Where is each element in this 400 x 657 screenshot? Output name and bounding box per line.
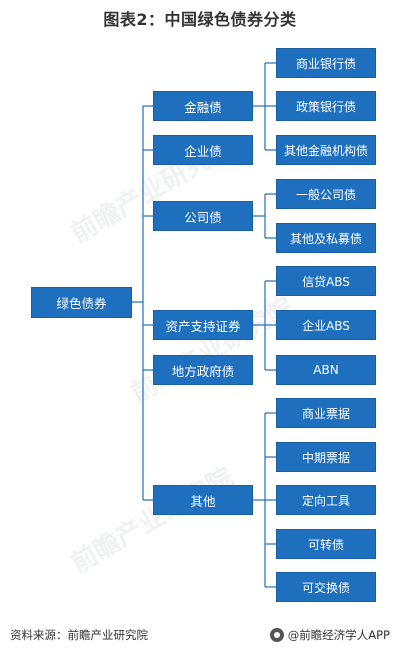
category-node: 公司债: [153, 201, 253, 231]
source-note: 资料来源：前瞻产业研究院: [10, 628, 148, 642]
leaf-node: 一般公司债: [276, 179, 376, 209]
leaf-node: 信贷ABS: [276, 266, 376, 296]
category-node: 企业债: [153, 135, 253, 165]
leaf-node: 中期票据: [276, 442, 376, 472]
leaf-node: 定向工具: [276, 485, 376, 515]
category-node: 金融债: [153, 91, 253, 121]
brand-logo-icon: [269, 628, 284, 642]
leaf-node: 其他金融机构债: [276, 135, 376, 165]
leaf-node: 商业银行债: [276, 48, 376, 78]
leaf-node: 企业ABS: [276, 310, 376, 340]
brand-credit: @前瞻经济学人APP: [269, 627, 390, 643]
leaf-node: ABN: [276, 355, 376, 385]
brand-label: @前瞻经济学人APP: [287, 628, 390, 642]
category-node: 其他: [153, 485, 253, 515]
leaf-node: 可转债: [276, 529, 376, 559]
leaf-node: 政策银行债: [276, 91, 376, 121]
category-node: 地方政府债: [153, 355, 253, 385]
leaf-node: 商业票据: [276, 398, 376, 428]
category-node: 资产支持证券: [153, 310, 253, 340]
leaf-node: 其他及私募债: [276, 223, 376, 253]
chart-title: 图表2：中国绿色债券分类: [103, 10, 297, 29]
root-node: 绿色债券: [31, 287, 132, 318]
leaf-node: 可交换债: [276, 572, 376, 602]
